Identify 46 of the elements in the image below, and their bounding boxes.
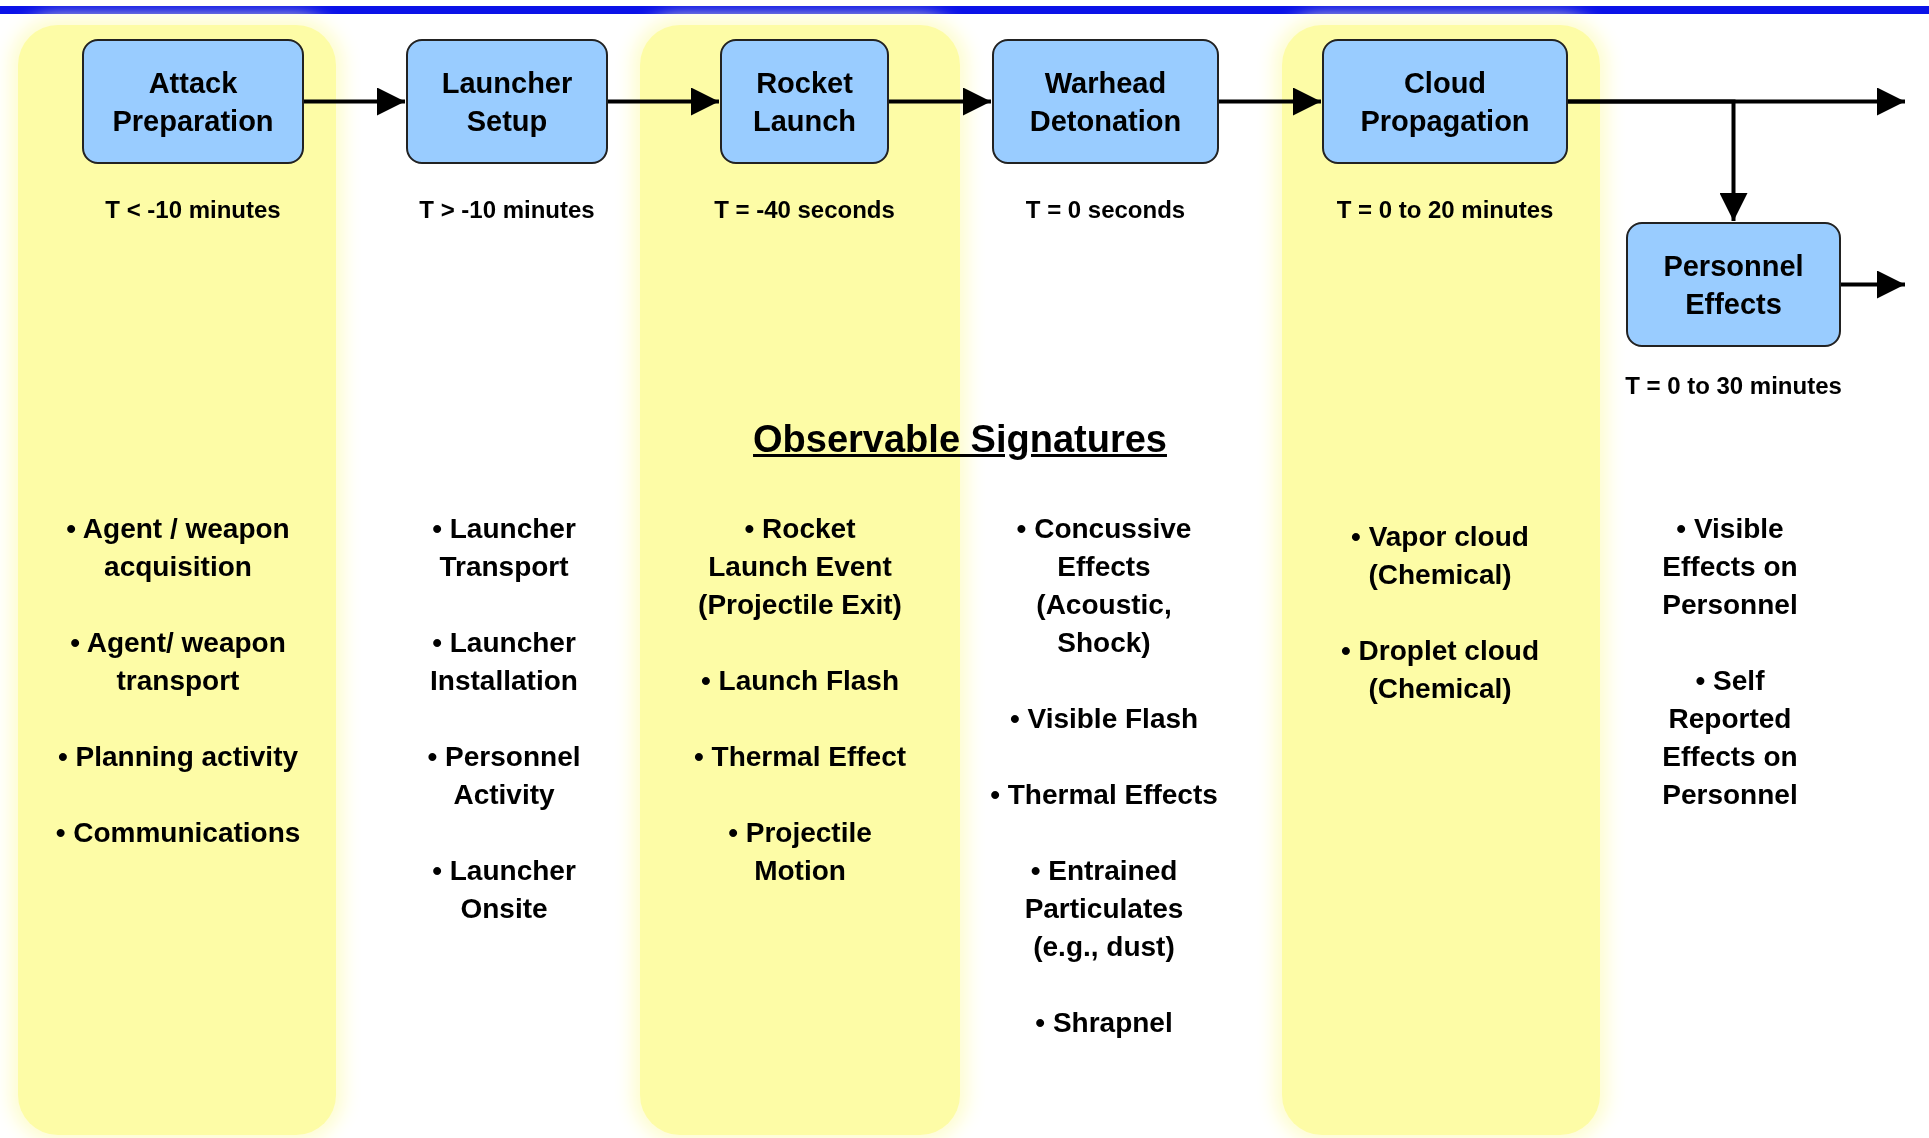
bullet-item: • Droplet cloud (Chemical)	[1340, 634, 1540, 706]
bullet-item: • Personnel Activity	[426, 740, 582, 812]
process-box	[82, 39, 304, 164]
box-label: Launcher Setup	[440, 65, 574, 139]
process-box	[992, 39, 1219, 164]
bullet-item: • Launch Flash	[699, 664, 901, 698]
process-box	[1322, 39, 1568, 164]
section-heading: Observable Signatures	[753, 418, 1167, 461]
time-label: T = -40 seconds	[714, 196, 895, 224]
arrow	[889, 87, 991, 116]
process-box	[720, 39, 889, 164]
bullet-item: • Visible Flash	[1008, 702, 1200, 736]
bullet-item: • Shrapnel	[1034, 1006, 1174, 1040]
time-label: T = 0 to 30 minutes	[1625, 372, 1842, 400]
bullet-item: • Launcher Onsite	[431, 854, 577, 926]
arrow	[304, 87, 405, 116]
bullet-item: • Communications	[54, 816, 302, 850]
bullet-item: • Self Reported Effects on Personnel	[1661, 664, 1799, 812]
time-label: T = 0 to 20 minutes	[1336, 196, 1554, 224]
box-label: Attack Preparation	[111, 65, 275, 139]
bullet-item: • Concussive Effects (Acoustic, Shock)	[1015, 512, 1193, 660]
time-label: T < -10 minutes	[105, 196, 281, 224]
arrow	[1841, 270, 1905, 299]
box-label: Rocket Launch	[751, 65, 858, 139]
box-label: Cloud Propagation	[1359, 65, 1531, 139]
time-label: T > -10 minutes	[419, 196, 595, 224]
bullet-item: • Thermal Effect	[692, 740, 908, 774]
bullet-item: • Projectile Motion	[727, 816, 873, 888]
bullet-item: • Launcher Transport	[431, 512, 577, 584]
process-box	[1626, 222, 1841, 347]
arrow	[608, 87, 719, 116]
bullet-item: • Vapor cloud (Chemical)	[1350, 520, 1530, 592]
bullet-item: • Thermal Effects	[989, 778, 1219, 812]
arrow	[1219, 87, 1321, 116]
bullet-item: • Planning activity	[56, 740, 300, 774]
box-label: Personnel Effects	[1662, 248, 1805, 322]
bullet-item: • Rocket Launch Event (Projectile Exit)	[697, 512, 903, 622]
bullet-item: • Entrained Particulates (e.g., dust)	[1023, 854, 1185, 964]
process-box	[406, 39, 608, 164]
box-label: Warhead Detonation	[1028, 65, 1183, 139]
bullet-item: • Launcher Installation	[429, 626, 579, 698]
bullet-item: • Agent / weapon acquisition	[65, 512, 291, 584]
bullet-item: • Agent/ weapon transport	[69, 626, 287, 698]
time-label: T = 0 seconds	[1025, 196, 1186, 224]
arrow	[1568, 87, 1905, 116]
bullet-item: • Visible Effects on Personnel	[1661, 512, 1799, 622]
